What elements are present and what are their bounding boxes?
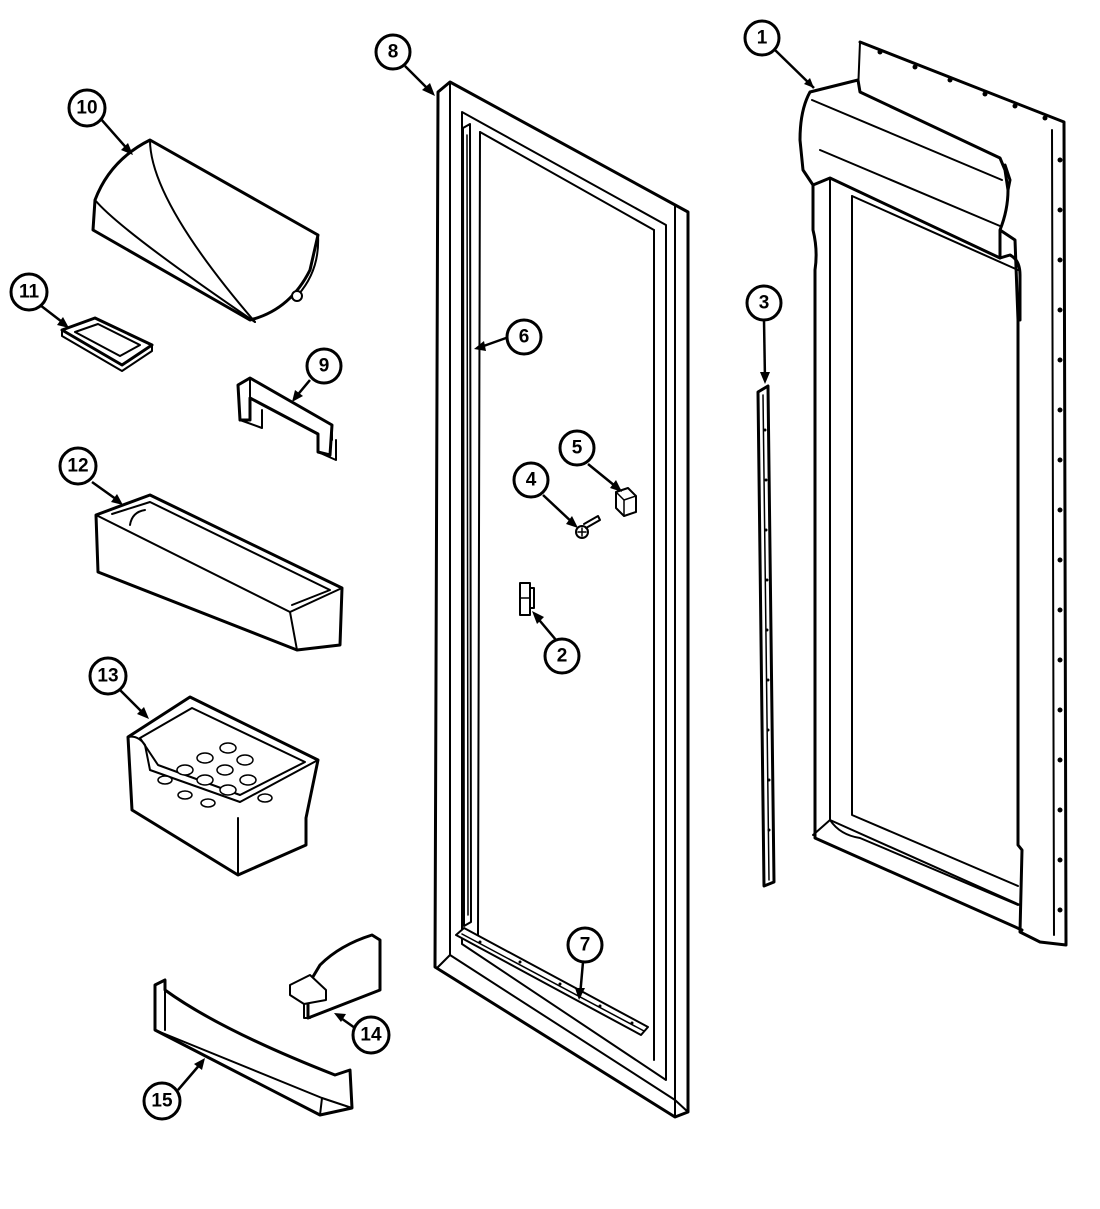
callout-14: 14 [351,1015,391,1055]
part-8-gasket-frame [433,80,690,1119]
part-15-rail [153,978,354,1117]
part-1-door-liner [798,40,1068,947]
callout-2: 2 [543,637,581,675]
callout-9-label: 9 [319,356,330,377]
callout-12-label: 12 [67,456,88,477]
part-11-tray [60,316,154,372]
callout-13-label: 13 [97,666,118,687]
callout-8: 8 [374,33,412,71]
callout-10-label: 10 [76,98,97,119]
part-5-block [615,487,637,517]
callout-1-label: 1 [757,28,768,49]
callout-15-label: 15 [151,1091,173,1112]
callout-11-label: 11 [19,282,40,303]
callout-14-label: 14 [360,1025,382,1046]
callout-13: 13 [88,656,128,696]
callout-6-label: 6 [519,327,530,348]
callout-11: 11 [9,272,49,312]
callout-3-label: 3 [759,293,770,314]
callout-4-label: 4 [526,470,537,491]
callout-1: 1 [743,19,781,57]
leader-3 [762,319,767,381]
part-7-trim [455,927,649,1036]
callout-7: 7 [566,926,604,964]
callout-3: 3 [745,284,783,322]
callout-15: 15 [142,1081,182,1121]
part-12-shelf-bin [94,493,344,652]
part-2-clip [519,582,535,616]
part-14-divider [289,933,382,1020]
part-9-bracket [236,376,337,461]
callout-12: 12 [58,446,98,486]
part-10-bin [91,138,320,323]
callout-5: 5 [558,429,596,467]
part-13-ice-bin [126,695,320,877]
callout-6: 6 [505,318,543,356]
callout-7-label: 7 [580,935,591,956]
callout-4: 4 [512,461,550,499]
callout-9: 9 [305,347,343,385]
callout-2-label: 2 [557,646,568,667]
callout-5-label: 5 [572,438,583,459]
leader-lines [39,49,815,1091]
part-3-strip [756,384,776,888]
callout-8-label: 8 [388,42,399,63]
part-6-strip [462,123,472,927]
part-4-screw [575,515,601,539]
callout-10: 10 [67,88,107,128]
